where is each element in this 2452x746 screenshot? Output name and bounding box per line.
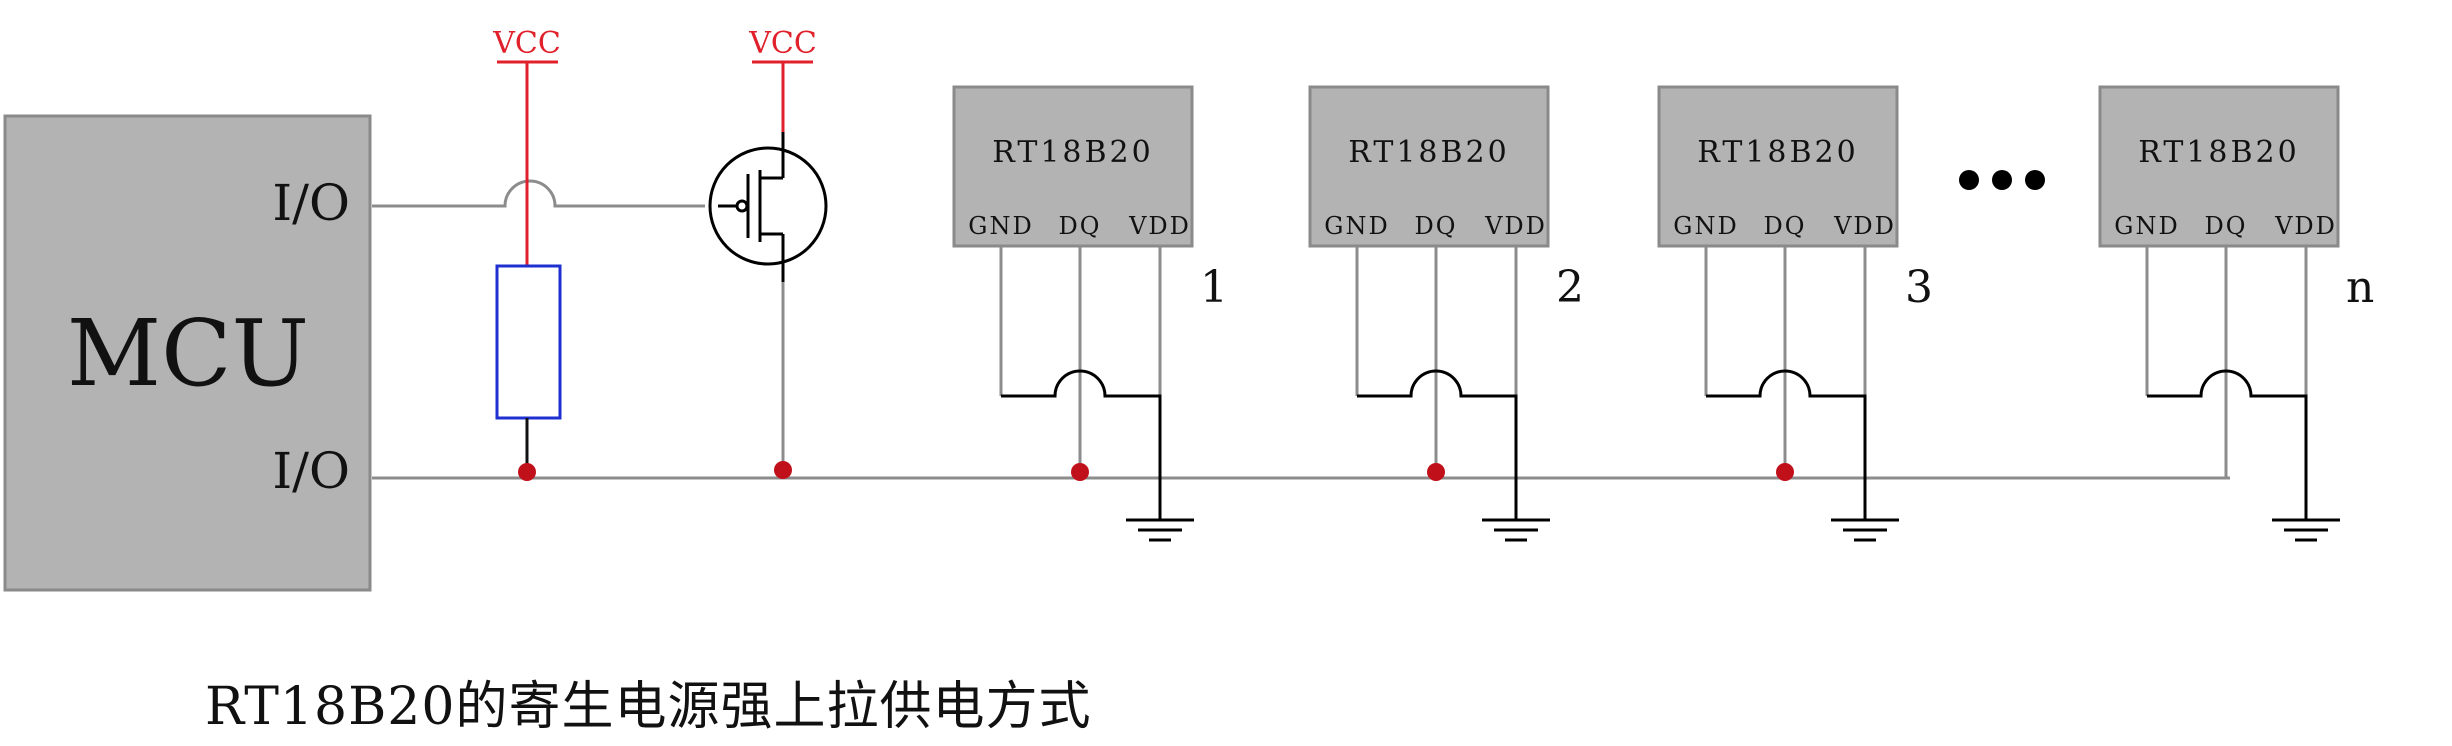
dq-bus-junction xyxy=(1427,463,1445,481)
vcc-label-mosfet: VCC xyxy=(748,26,817,61)
pullup-resistor xyxy=(495,264,562,420)
pmos-transistor-symbol xyxy=(708,132,828,282)
sensor-name: RT18B20 xyxy=(992,135,1153,170)
sensor-name: RT18B20 xyxy=(1697,135,1858,170)
sensor-pin-vdd: VDD xyxy=(1128,212,1191,240)
mcu-label: MCU xyxy=(67,300,309,407)
gnd-vdd-tie-wire xyxy=(1001,369,1162,520)
diagram-caption: RT18B20的寄生电源强上拉供电方式 xyxy=(205,677,1092,737)
sensor-pin-vdd: VDD xyxy=(1833,212,1896,240)
sensor-pin-dq: DQ xyxy=(1415,212,1458,240)
io-gate-wire xyxy=(372,179,705,208)
sensor-index: n xyxy=(2346,262,2374,313)
sensor-pin-dq: DQ xyxy=(1764,212,1807,240)
ellipsis-dots xyxy=(1959,170,2045,190)
gnd-vdd-tie-wire xyxy=(1357,369,1518,520)
sensor-pin-vdd: VDD xyxy=(2274,212,2337,240)
vcc-label-resistor: VCC xyxy=(492,26,561,61)
sensor-pin-vdd: VDD xyxy=(1484,212,1547,240)
sensor-block xyxy=(1308,85,1550,248)
sensor-name: RT18B20 xyxy=(2138,135,2299,170)
dq-bus-junction xyxy=(1071,463,1089,481)
sensor-index: 1 xyxy=(1200,262,1228,313)
sensor-block xyxy=(1657,85,1899,248)
sensor-pin-gnd: GND xyxy=(1673,212,1738,240)
gnd-vdd-tie-wire xyxy=(2147,369,2308,520)
sensor-pin-gnd: GND xyxy=(2114,212,2179,240)
sensor-name: RT18B20 xyxy=(1348,135,1509,170)
junction-mosfet xyxy=(774,461,792,479)
sensor-block xyxy=(952,85,1194,248)
mcu-io-bottom-label: I/O xyxy=(272,442,350,500)
sensor-pin-dq: DQ xyxy=(1059,212,1102,240)
sensor-index: 3 xyxy=(1905,262,1933,313)
junction-resistor xyxy=(518,463,536,481)
dq-bus-junction xyxy=(1776,463,1794,481)
sensor-pin-gnd: GND xyxy=(1324,212,1389,240)
sensor-pin-gnd: GND xyxy=(968,212,1033,240)
mcu-io-top-label: I/O xyxy=(272,174,350,232)
sensor-block xyxy=(2098,85,2340,248)
gnd-vdd-tie-wire xyxy=(1706,369,1867,520)
sensor-pin-dq: DQ xyxy=(2205,212,2248,240)
sensor-index: 2 xyxy=(1556,262,1584,313)
bus-junctions xyxy=(518,461,792,481)
mcu-block xyxy=(3,114,372,592)
